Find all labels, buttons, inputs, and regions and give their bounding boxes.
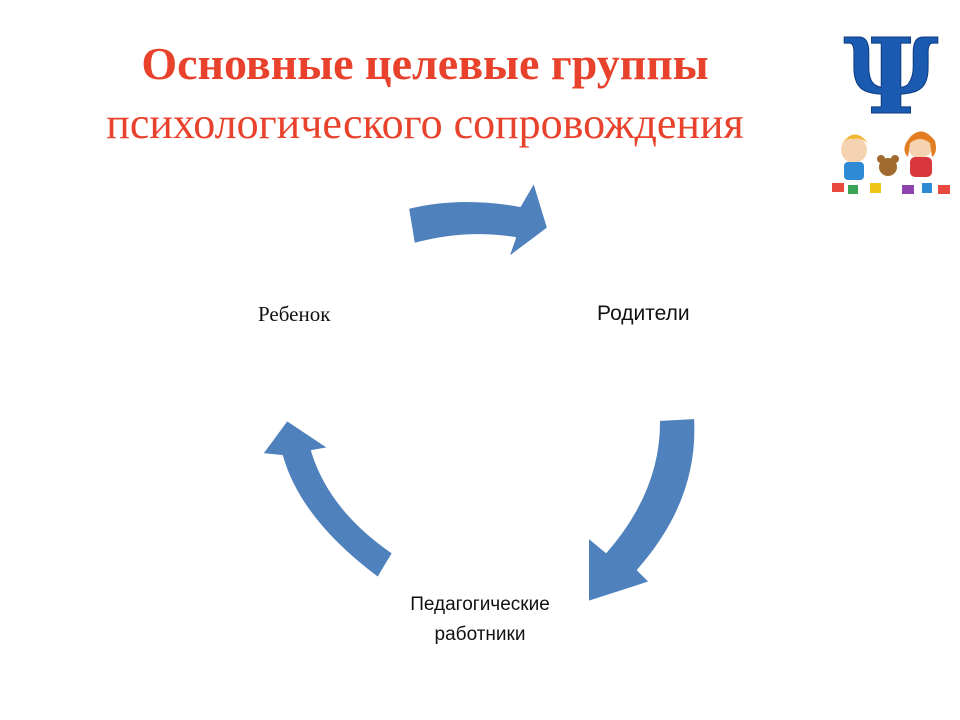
- children-playing-icon: [832, 131, 950, 194]
- slide-title: Основные целевые группы психологического…: [30, 34, 820, 154]
- node-parents: Родители: [597, 302, 690, 325]
- title-line-1: Основные целевые группы: [141, 38, 709, 89]
- arrow-parents-to-teachers: [587, 417, 697, 603]
- arrow-teachers-to-child: [261, 419, 394, 579]
- title-line-2: психологического сопровождения: [106, 99, 744, 148]
- node-teachers: Педагогические работники: [410, 594, 550, 645]
- node-child: Ребенок: [258, 302, 331, 326]
- arrow-child-to-parents: [407, 181, 549, 259]
- logo: Ψ: [832, 25, 950, 194]
- psi-symbol-icon: Ψ: [843, 25, 939, 139]
- svg-text:Ψ: Ψ: [844, 25, 939, 138]
